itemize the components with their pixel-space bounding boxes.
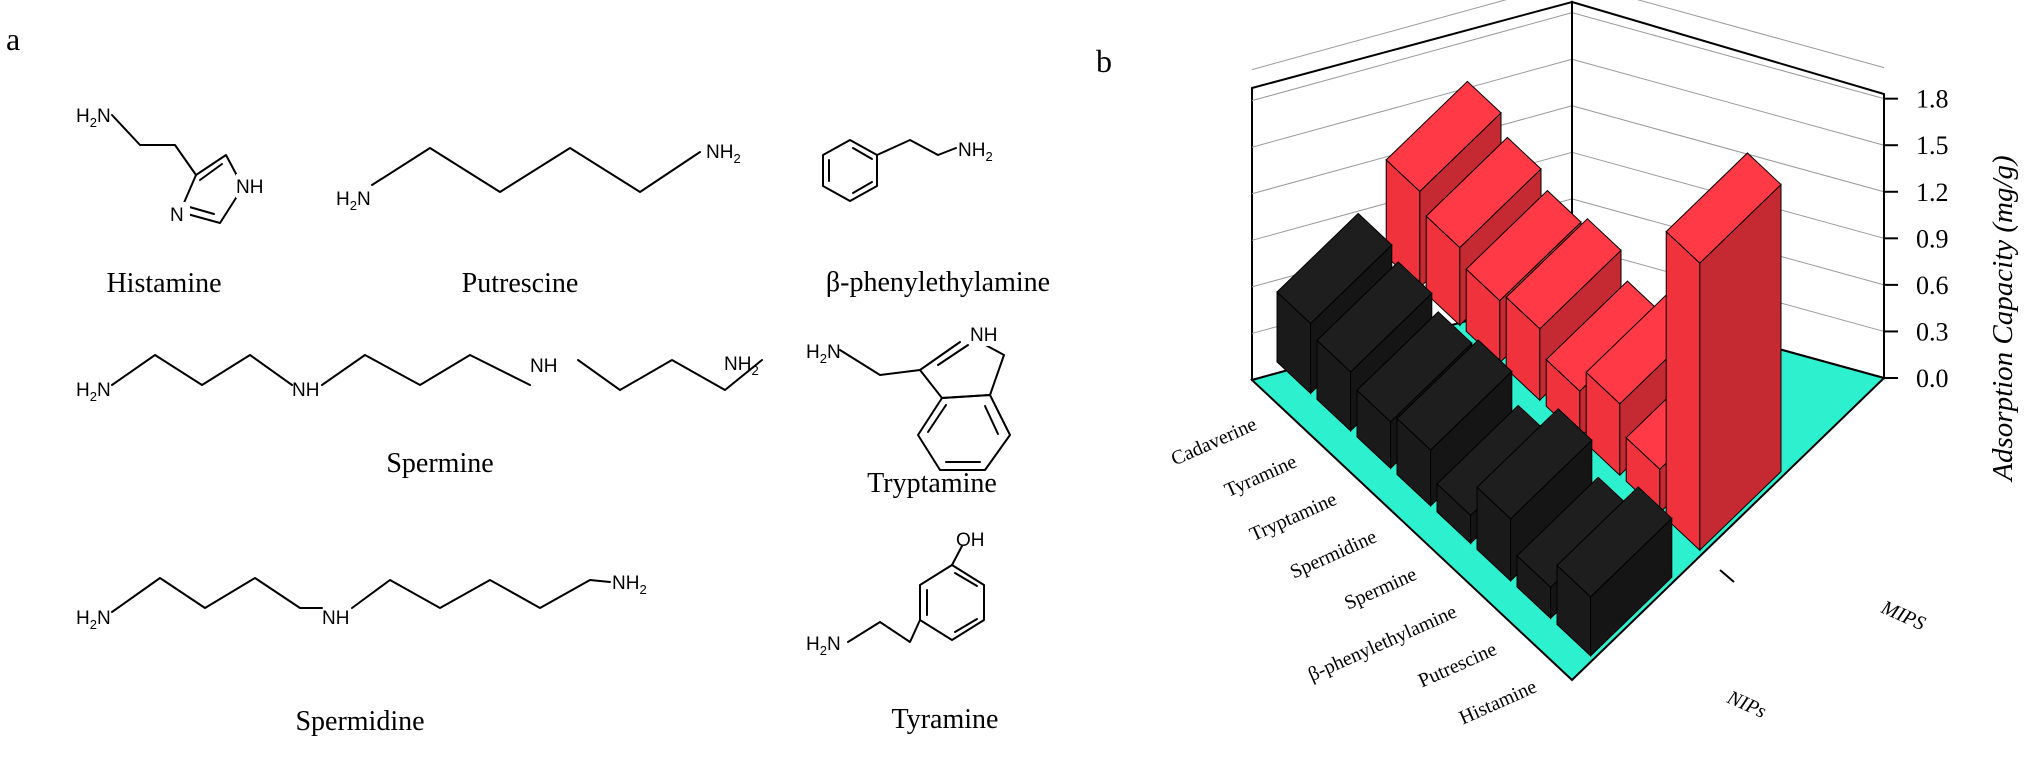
svg-text:H2N: H2N — [806, 634, 841, 658]
category-label: Tryptamine — [1246, 488, 1340, 546]
svg-text:NH: NH — [530, 356, 557, 377]
putrescine-structure: H2N NH2 Putrescine — [336, 142, 741, 299]
value-axis-tick-label: 0.0 — [1916, 364, 1949, 393]
tryptamine-structure: H2N NH Tryptamine — [806, 322, 1011, 499]
histamine-n: N — [170, 205, 184, 226]
value-axis-tick-label: 0.3 — [1916, 317, 1949, 346]
svg-text:OH: OH — [956, 530, 985, 551]
svg-text:NH: NH — [292, 380, 319, 401]
category-label: Cadaverine — [1168, 413, 1260, 470]
value-axis-title: Adsorption Capacity (mg/g) — [1987, 155, 2019, 482]
spermidine-name: Spermidine — [295, 706, 424, 737]
putrescine-name: Putrescine — [462, 268, 579, 299]
category-label: Spermidine — [1287, 526, 1380, 584]
svg-text:H2N: H2N — [76, 106, 111, 130]
category-label: Tyramine — [1221, 451, 1300, 502]
series-label-nips: NIPs — [1723, 686, 1770, 723]
histamine-structure: H2N NH N Histamine — [76, 106, 274, 299]
category-label: Putrescine — [1415, 638, 1500, 692]
spermidine-structure: H2N NH NH2 Spermidine — [76, 573, 647, 737]
svg-text:H2N: H2N — [76, 380, 111, 404]
histamine-nh: NH — [236, 177, 263, 198]
value-axis-tick-label: 0.9 — [1916, 224, 1949, 253]
svg-text:NH: NH — [970, 325, 997, 346]
series-label-mips: MIPS — [1877, 596, 1928, 635]
phenylethylamine-structure: NH2 β-phenylethylamine — [822, 139, 1050, 298]
panel-b-chart: b 0.0 0.3 0.6 0.9 1.2 1.5 1.8 Adsorption Capac… — [1096, 0, 2019, 729]
value-axis-tick-label: 0.6 — [1916, 271, 1949, 300]
bar-nips-histamine — [1556, 486, 1673, 658]
bars — [1276, 80, 1782, 658]
tyramine-name: Tyramine — [892, 704, 999, 735]
histamine-nh2: H2N — [76, 106, 111, 130]
panel-a-structures: a H2N NH N Histamine H2N NH2 Putrescine — [6, 21, 1050, 737]
value-axis-ticks: 0.0 0.3 0.6 0.9 1.2 1.5 1.8 — [1884, 85, 1949, 393]
bar-mips-histamine — [1665, 152, 1782, 552]
spermine-name: Spermine — [386, 448, 493, 479]
svg-text:H2N: H2N — [76, 608, 111, 632]
spermine-structure: H2N NH NH NH2 Spermine — [76, 354, 763, 479]
svg-text:NH2: NH2 — [724, 354, 759, 378]
category-label: Histamine — [1456, 676, 1540, 730]
panel-a-label: a — [6, 21, 20, 57]
value-axis-tick-label: 1.5 — [1916, 131, 1949, 160]
svg-text:H2N: H2N — [336, 189, 371, 213]
panel-b-label: b — [1096, 43, 1112, 79]
tyramine-structure: H2N OH Tyramine — [806, 530, 998, 735]
category-label: Spermine — [1341, 563, 1420, 614]
svg-text:NH2: NH2 — [958, 140, 993, 164]
histamine-name: Histamine — [106, 268, 221, 299]
svg-text:H2N: H2N — [806, 342, 841, 366]
svg-text:NH: NH — [322, 608, 349, 629]
tryptamine-name: Tryptamine — [867, 468, 997, 499]
value-axis-tick-label: 1.2 — [1916, 178, 1949, 207]
svg-text:NH2: NH2 — [612, 573, 647, 597]
svg-text:NH2: NH2 — [706, 142, 741, 166]
value-axis-tick-label: 1.8 — [1916, 85, 1949, 114]
phenylethylamine-name: β-phenylethylamine — [826, 267, 1050, 298]
